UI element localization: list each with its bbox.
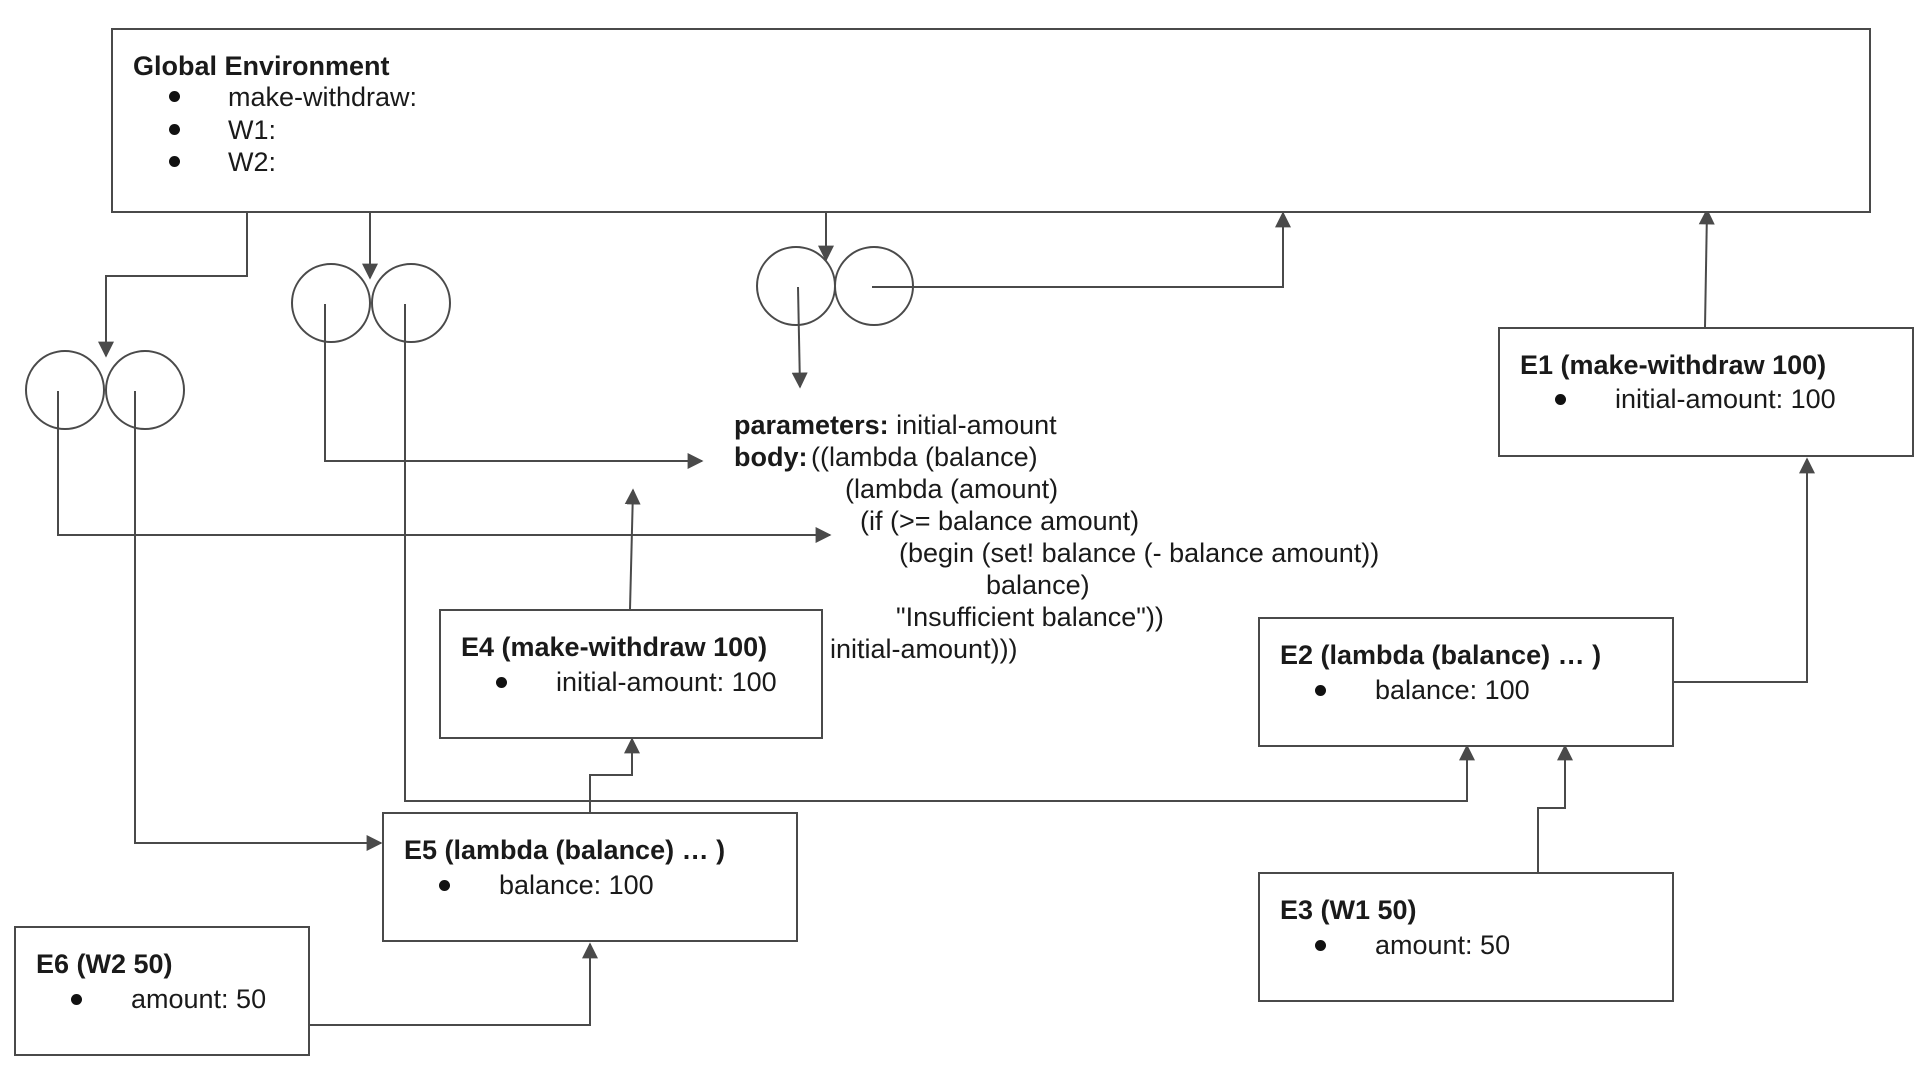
frame-e6-title: E6 (W2 50) [36, 949, 173, 979]
global-environment-title: Global Environment [133, 51, 390, 81]
arrow-make-withdraw-env [872, 211, 1291, 288]
arrow-e3-env [1537, 744, 1573, 872]
frame-e6-binding: amount: 50 [131, 984, 267, 1014]
closure-w2 [25, 350, 185, 430]
arrow-e2-env [1673, 457, 1815, 683]
arrow-e1-env [1698, 208, 1715, 328]
body-line: (lambda (amount) [845, 474, 1059, 504]
frame-e5: E5 (lambda (balance) … ) balance: 100 [382, 812, 798, 942]
body-line: (if (>= balance amount) [860, 506, 1140, 536]
procedure-params: parameters: initial-amount [734, 409, 1057, 441]
bullet-icon [169, 156, 180, 167]
bullet-icon [1315, 940, 1326, 951]
arrow-w2-code [57, 391, 832, 543]
frame-e2-binding: balance: 100 [1375, 675, 1530, 705]
body-line: initial-amount))) [830, 634, 1018, 664]
arrow-w2-binding [98, 198, 248, 358]
binding-make-withdraw: make-withdraw: [228, 82, 418, 112]
arrow-w2-env [134, 391, 383, 851]
frame-e3: E3 (W1 50) amount: 50 [1258, 872, 1674, 1002]
closure-w1 [291, 263, 451, 343]
bullet-icon [1315, 685, 1326, 696]
body-line: "Insufficient balance")) [896, 602, 1164, 632]
frame-e5-title: E5 (lambda (balance) … ) [404, 835, 726, 865]
frame-e1-title: E1 (make-withdraw 100) [1520, 350, 1827, 380]
params-label: parameters: [734, 410, 889, 440]
frame-e4-title: E4 (make-withdraw 100) [461, 632, 768, 662]
arrow-e6-env [310, 942, 598, 1026]
body-line: balance) [986, 570, 1090, 600]
bullet-icon [71, 994, 82, 1005]
frame-e4: E4 (make-withdraw 100) initial-amount: 1… [439, 609, 823, 739]
frame-e4-binding: initial-amount: 100 [556, 667, 777, 697]
binding-w2: W2: [228, 147, 277, 177]
procedure-body-label: body: [734, 442, 808, 472]
arrow-w1-env [404, 304, 1475, 802]
bullet-icon [169, 91, 180, 102]
bullet-icon [439, 880, 450, 891]
frame-e2: E2 (lambda (balance) … ) balance: 100 [1258, 617, 1674, 747]
arrow-w1-code [324, 304, 704, 469]
global-environment-frame: Global Environment make-withdraw: W1: W2… [111, 28, 1871, 213]
frame-e5-binding: balance: 100 [499, 870, 654, 900]
bullet-icon [169, 124, 180, 135]
arrow-e5-env [589, 737, 640, 812]
frame-e3-title: E3 (W1 50) [1280, 895, 1417, 925]
frame-e1-binding: initial-amount: 100 [1615, 384, 1836, 414]
frame-e1: E1 (make-withdraw 100) initial-amount: 1… [1498, 327, 1914, 457]
arrow-e4-env [624, 488, 641, 610]
arrow-make-withdraw-code [791, 286, 808, 389]
bullet-icon [1555, 394, 1566, 405]
body-line: (begin (set! balance (- balance amount)) [899, 538, 1380, 568]
bullet-icon [496, 677, 507, 688]
params-value: initial-amount [896, 410, 1057, 440]
frame-e3-binding: amount: 50 [1375, 930, 1511, 960]
frame-e2-title: E2 (lambda (balance) … ) [1280, 640, 1602, 670]
body-line: ((lambda (balance) [811, 442, 1038, 472]
binding-w1: W1: [228, 115, 277, 145]
frame-e6: E6 (W2 50) amount: 50 [14, 926, 310, 1056]
